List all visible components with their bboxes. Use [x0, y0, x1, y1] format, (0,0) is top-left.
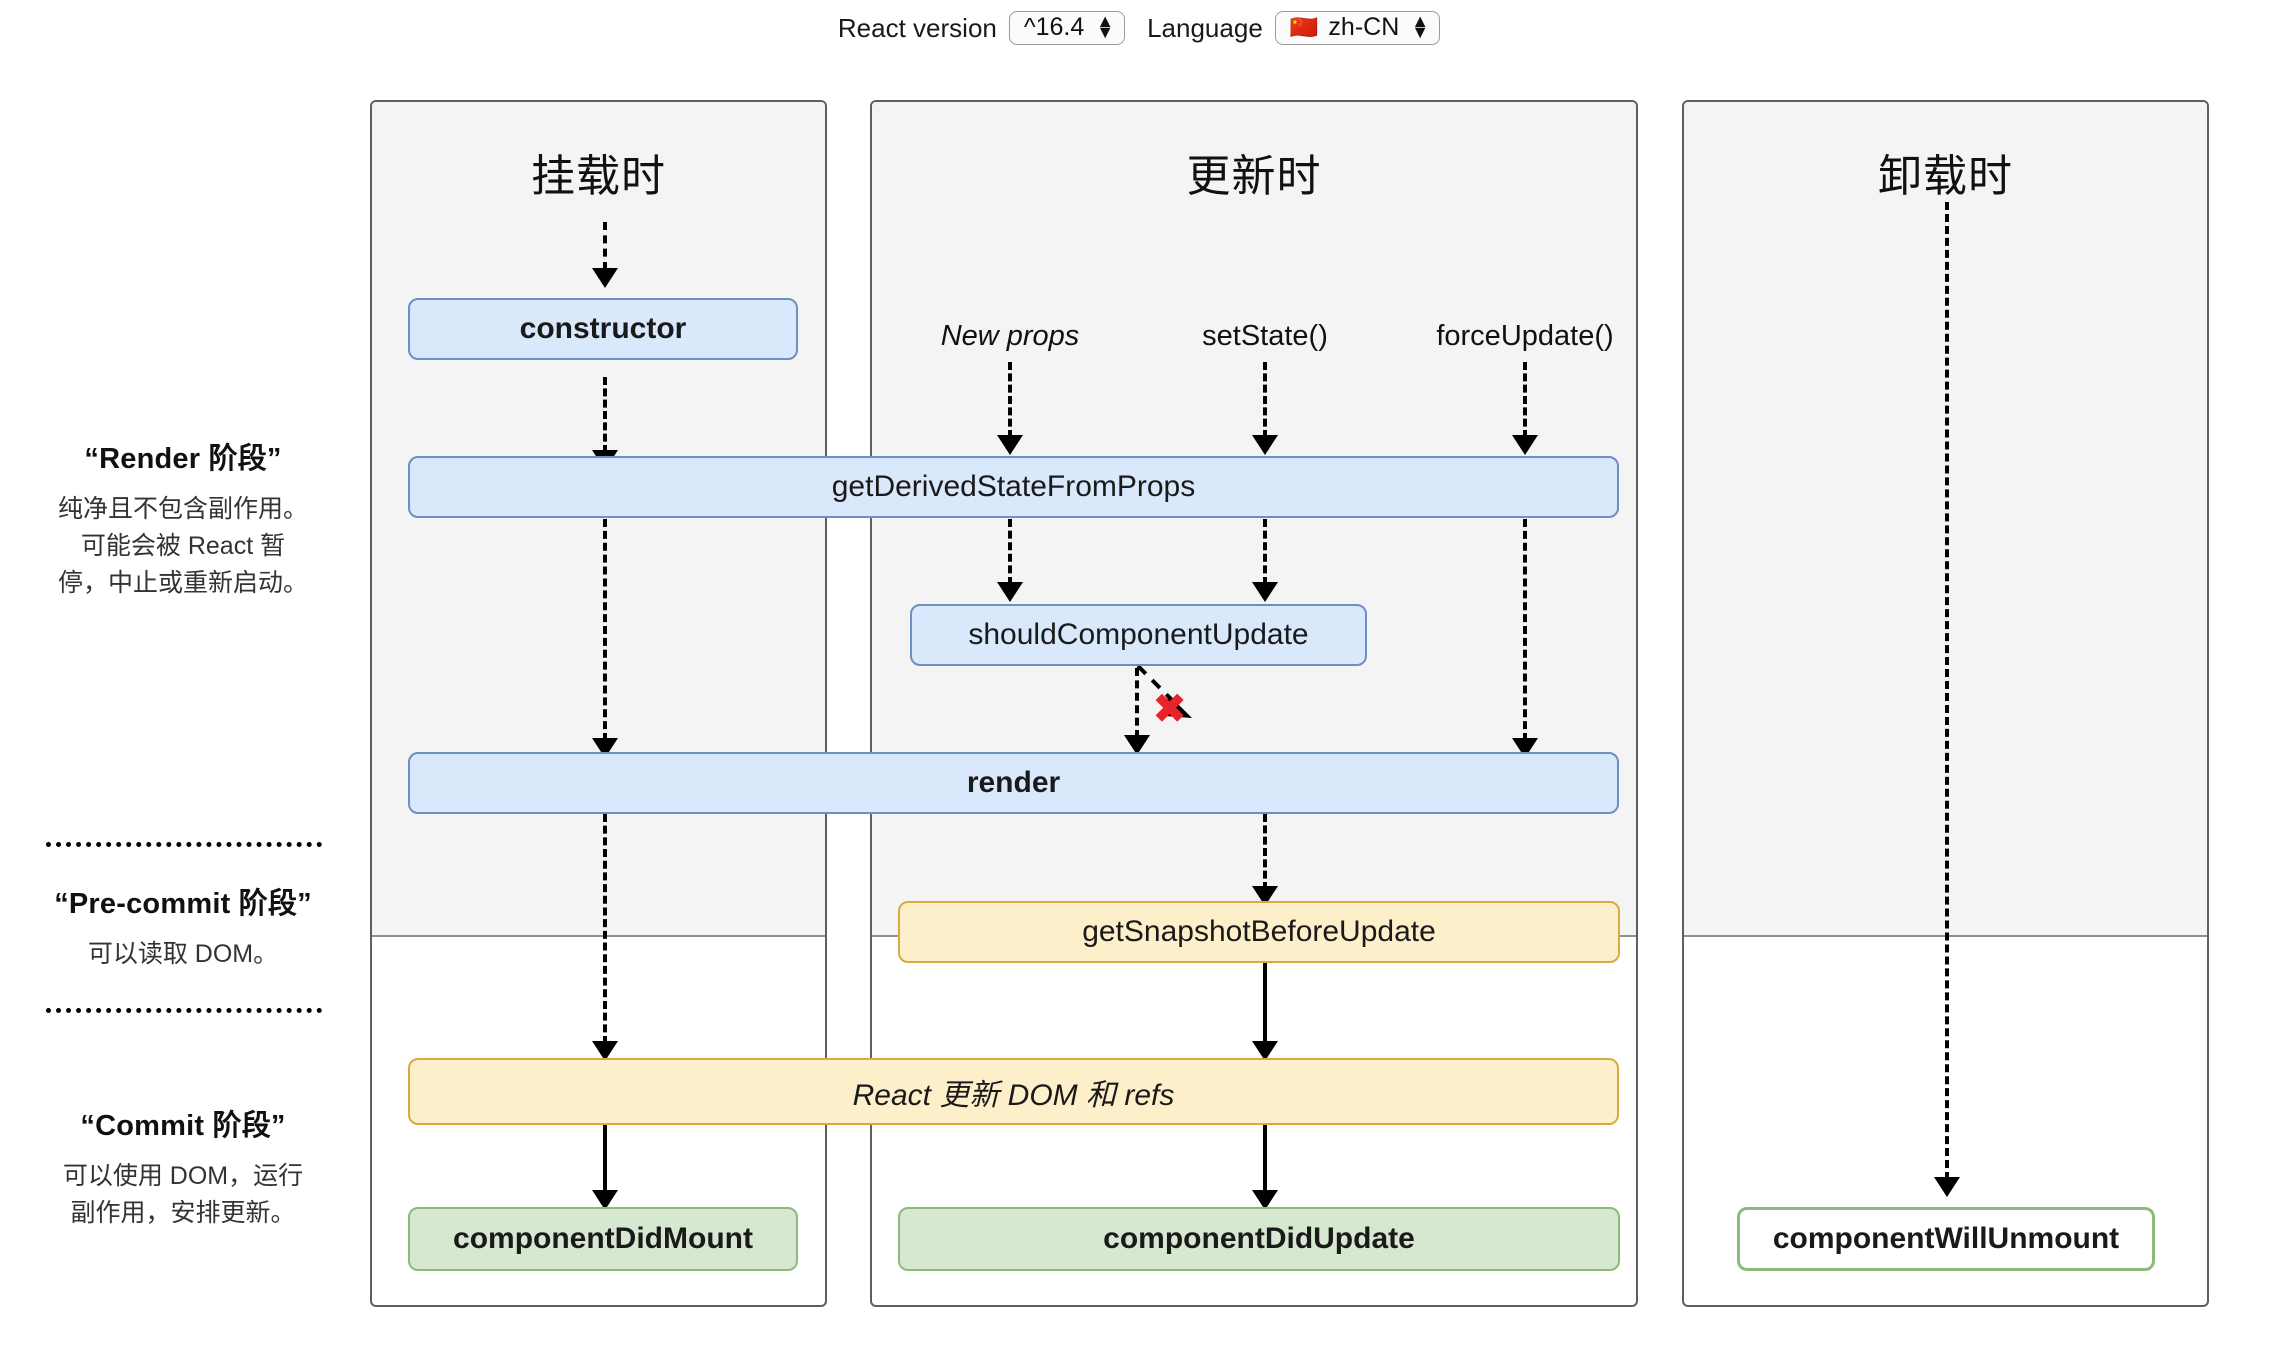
language-select[interactable]: 🇨🇳 zh-CN ▲ ▼ [1274, 10, 1441, 45]
connector-line [603, 1125, 607, 1193]
arrow-head-icon [592, 1190, 618, 1210]
connector-line [1135, 668, 1139, 738]
legend-commit-phase: “Commit 阶段” 可以使用 DOM，运行 副作用，安排更新。 [18, 1102, 348, 1232]
react-version-select[interactable]: ^16.4 ▲ ▼ [1008, 10, 1126, 45]
panel-title-mounting: 挂载时 [531, 152, 666, 201]
node-component-will-unmount[interactable]: componentWillUnmount [1737, 1207, 2155, 1271]
arrow-head-icon [997, 582, 1023, 602]
connector-line [603, 377, 607, 453]
arrow-head-icon [997, 435, 1023, 455]
connector-line [1523, 362, 1527, 438]
skip-update-branch [1136, 664, 1192, 718]
connector-line [603, 814, 607, 1044]
node-component-did-update[interactable]: componentDidUpdate [898, 1207, 1620, 1271]
connector-line [1263, 362, 1267, 438]
arrow-head-icon [592, 1041, 618, 1061]
legend-render-phase: “Render 阶段” 纯净且不包含副作用。 可能会被 React 暂 停，中止… [18, 435, 348, 602]
node-render[interactable]: render [408, 752, 1619, 814]
stepper-icon[interactable]: ▲ ▼ [1096, 10, 1115, 42]
legend-divider-bottom [46, 1008, 322, 1013]
legend-line: 纯净且不包含副作用。 [57, 495, 308, 523]
phase-legend: “Render 阶段” 纯净且不包含副作用。 可能会被 React 暂 停，中止… [18, 100, 348, 1310]
legend-title: “Commit 阶段” [80, 1110, 286, 1142]
arrow-head-icon [592, 268, 618, 288]
react-version-value: ^16.4 [1023, 12, 1085, 41]
skip-update-x-icon: ✖ [1152, 684, 1188, 733]
language-value: zh-CN [1328, 12, 1400, 41]
legend-pre-commit-phase: “Pre-commit 阶段” 可以读取 DOM。 [18, 880, 348, 973]
react-version-label: React version [837, 12, 997, 43]
legend-line: 可以读取 DOM。 [87, 940, 279, 968]
toolbar: React version ^16.4 ▲ ▼ Language 🇨🇳 zh-C… [0, 0, 2278, 56]
connector-line [1945, 202, 1949, 1180]
connector-line [603, 222, 607, 270]
stepper-icon[interactable]: ▲ ▼ [1411, 10, 1430, 42]
connector-line [1523, 519, 1527, 741]
chevron-down-icon: ▼ [1096, 22, 1115, 42]
trigger-new-props: New props [940, 320, 1080, 352]
arrow-head-icon [1124, 735, 1150, 755]
connector-line [1008, 519, 1012, 585]
arrow-head-icon [1252, 1041, 1278, 1061]
node-react-updates-dom-and-refs[interactable]: React 更新 DOM 和 refs [408, 1058, 1619, 1125]
trigger-force-update: forceUpdate() [1436, 320, 1614, 352]
legend-description: 纯净且不包含副作用。 可能会被 React 暂 停，中止或重新启动。 [18, 491, 348, 602]
connector-line [1263, 814, 1267, 890]
arrow-head-icon [1512, 435, 1538, 455]
legend-line: 停，中止或重新启动。 [57, 569, 308, 597]
connector-line [603, 519, 607, 741]
connector-line [1263, 1125, 1267, 1193]
arrow-head-icon [1252, 582, 1278, 602]
panel-title-updating: 更新时 [1186, 152, 1322, 201]
legend-title: “Pre-commit 阶段” [54, 888, 312, 920]
legend-line: 可以使用 DOM，运行 [62, 1162, 304, 1190]
legend-description: 可以使用 DOM，运行 副作用，安排更新。 [18, 1158, 348, 1232]
legend-line: 可能会被 React 暂 [80, 532, 286, 560]
node-constructor[interactable]: constructor [408, 298, 798, 360]
connector-line [1263, 963, 1267, 1043]
trigger-set-state: setState() [1202, 320, 1328, 352]
connector-line [1263, 519, 1267, 585]
react-version-control: React version ^16.4 ▲ ▼ [837, 10, 1126, 45]
legend-line: 副作用，安排更新。 [70, 1199, 296, 1227]
arrow-head-icon [1252, 1190, 1278, 1210]
arrow-head-icon [1252, 435, 1278, 455]
legend-title: “Render 阶段” [84, 443, 282, 475]
node-should-component-update[interactable]: shouldComponentUpdate [910, 604, 1367, 666]
legend-description: 可以读取 DOM。 [18, 936, 348, 973]
node-component-did-mount[interactable]: componentDidMount [408, 1207, 798, 1271]
language-control: Language 🇨🇳 zh-CN ▲ ▼ [1147, 10, 1441, 45]
flag-icon: 🇨🇳 [1289, 13, 1319, 40]
panel-title-unmounting: 卸载时 [1878, 152, 2013, 201]
chevron-up-icon: ▲ [1096, 10, 1115, 31]
connector-line [1008, 362, 1012, 438]
node-get-derived-state-from-props[interactable]: getDerivedStateFromProps [408, 456, 1619, 518]
node-get-snapshot-before-update[interactable]: getSnapshotBeforeUpdate [898, 901, 1620, 963]
legend-divider-top [46, 842, 322, 847]
language-label: Language [1147, 12, 1263, 43]
arrow-head-icon [1934, 1177, 1960, 1197]
chevron-down-icon: ▼ [1411, 22, 1430, 42]
chevron-up-icon: ▲ [1411, 10, 1430, 31]
